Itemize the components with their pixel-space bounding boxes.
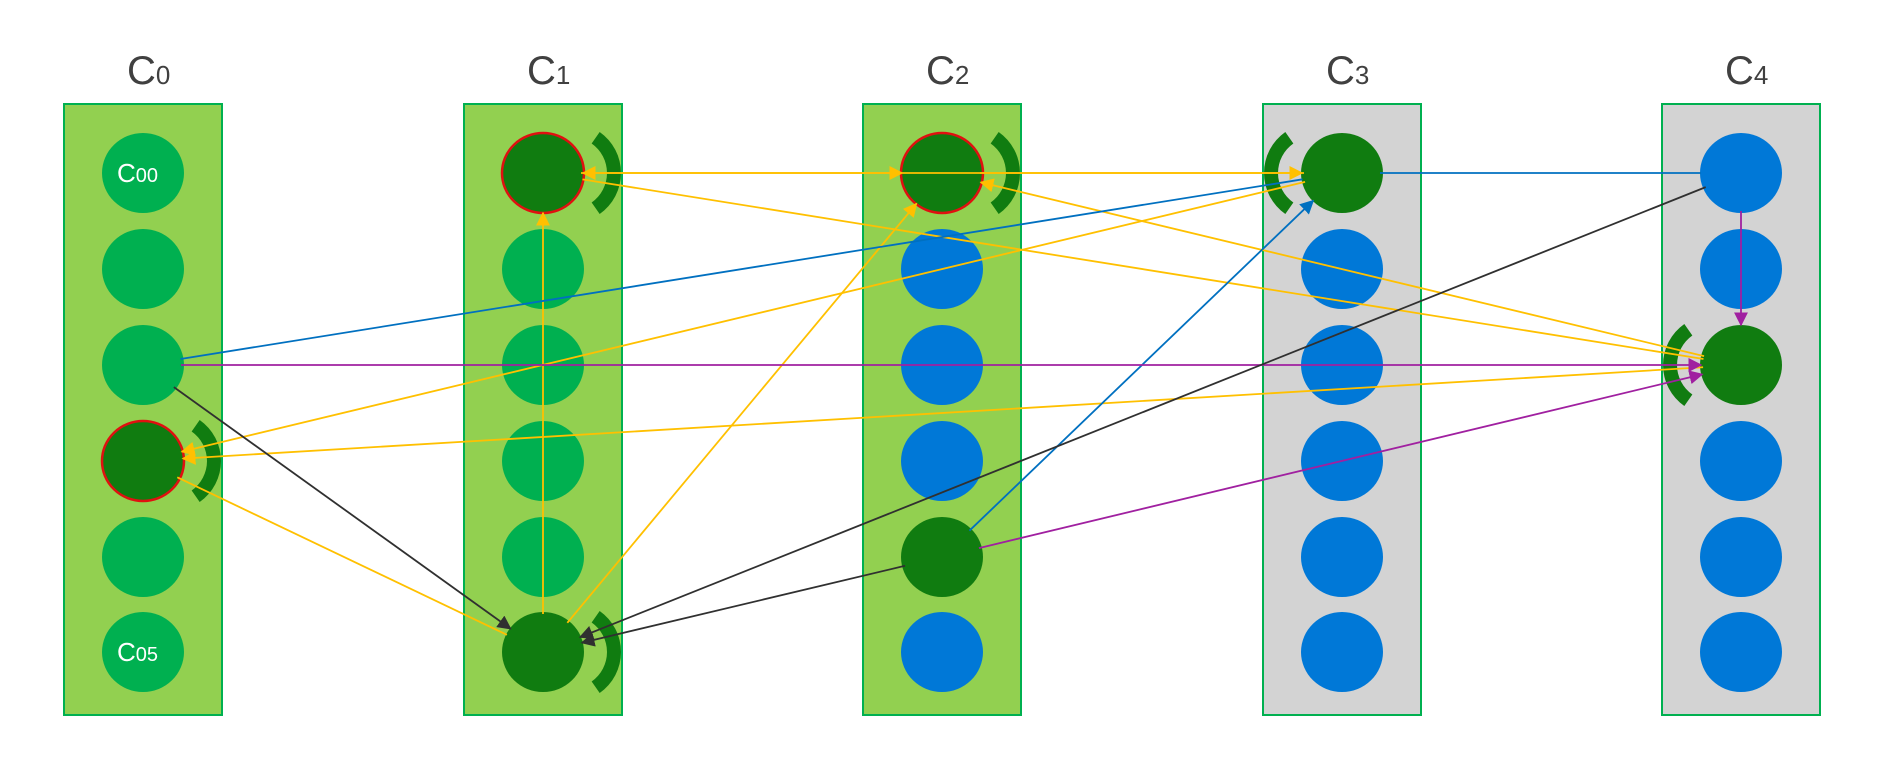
node-circle — [1301, 133, 1383, 213]
edge-yellow-c1-5-to-c2-0 — [566, 202, 918, 624]
node-circle — [102, 133, 184, 213]
node-c2-4[interactable] — [901, 517, 983, 597]
edge-yellow-c0-3-to-c1-5 — [176, 476, 508, 636]
node-circle — [102, 325, 184, 405]
node-c3-4[interactable] — [1301, 517, 1383, 597]
node-c4-3[interactable] — [1700, 421, 1782, 501]
edge-yellow-c4-2-to-c1-0 — [582, 178, 1704, 360]
node-c3-5[interactable] — [1301, 612, 1383, 692]
edge-blue-c0-2-to-c3-0 — [180, 178, 1303, 360]
node-c1-5[interactable] — [502, 612, 584, 692]
node-c4-5[interactable] — [1700, 612, 1782, 692]
selection-arcs — [191, 132, 1693, 693]
column-title-c0: C0 — [127, 49, 170, 93]
node-circle — [102, 612, 184, 692]
node-circle — [502, 612, 584, 692]
node-c4-0[interactable] — [1700, 133, 1782, 213]
node-circle — [102, 229, 184, 309]
edge-yellow-c3-0-to-c0-3 — [180, 181, 1306, 456]
node-c2-3[interactable] — [901, 421, 983, 501]
node-circle — [901, 612, 983, 692]
node-ring-arc-c2-0 — [990, 132, 1020, 214]
edge-black-c4-0-to-c1-5 — [578, 186, 1707, 639]
node-circle — [1700, 421, 1782, 501]
edge-black-c0-2-to-c1-5 — [173, 386, 512, 630]
edge-black-c2-4-to-c1-5 — [580, 564, 906, 647]
node-circle — [1700, 612, 1782, 692]
node-c3-0[interactable] — [1301, 133, 1383, 213]
column-title-c4: C4 — [1725, 49, 1768, 93]
node-circle — [500, 131, 586, 215]
node-c0-3[interactable] — [100, 419, 186, 503]
node-circle — [100, 419, 186, 503]
node-circle — [901, 517, 983, 597]
node-ring-arc-c4-2 — [1663, 324, 1693, 406]
edge-yellow-c4-2-to-c0-3 — [181, 366, 1704, 465]
node-ring-arc-c0-3 — [191, 420, 222, 502]
node-c0-1[interactable] — [102, 229, 184, 309]
node-ring-arc-c1-0 — [591, 132, 621, 214]
node-c4-2[interactable] — [1700, 325, 1782, 405]
node-circle — [1301, 517, 1383, 597]
node-c1-0[interactable] — [500, 131, 586, 215]
node-c0-0[interactable]: C00 — [102, 133, 184, 213]
node-circle — [901, 421, 983, 501]
edge-purple-c2-4-to-c4-2 — [978, 370, 1704, 549]
node-c2-5[interactable] — [901, 612, 983, 692]
node-circle — [1700, 325, 1782, 405]
column-title-c2: C2 — [926, 49, 969, 93]
column-title-c1: C1 — [527, 49, 570, 93]
edges — [173, 166, 1748, 647]
node-circle — [1700, 133, 1782, 213]
node-c0-5[interactable]: C05 — [102, 612, 184, 692]
node-ring-arc-c1-5 — [591, 611, 621, 693]
node-c0-4[interactable] — [102, 517, 184, 597]
node-ring-arc-c3-0 — [1264, 132, 1294, 214]
node-circle — [1700, 517, 1782, 597]
node-circle — [1301, 612, 1383, 692]
node-c0-2[interactable] — [102, 325, 184, 405]
node-c4-4[interactable] — [1700, 517, 1782, 597]
node-circle — [102, 517, 184, 597]
column-title-c3: C3 — [1326, 49, 1369, 93]
column-titles: C0 C1 C2 C3 C4 — [127, 49, 1768, 93]
